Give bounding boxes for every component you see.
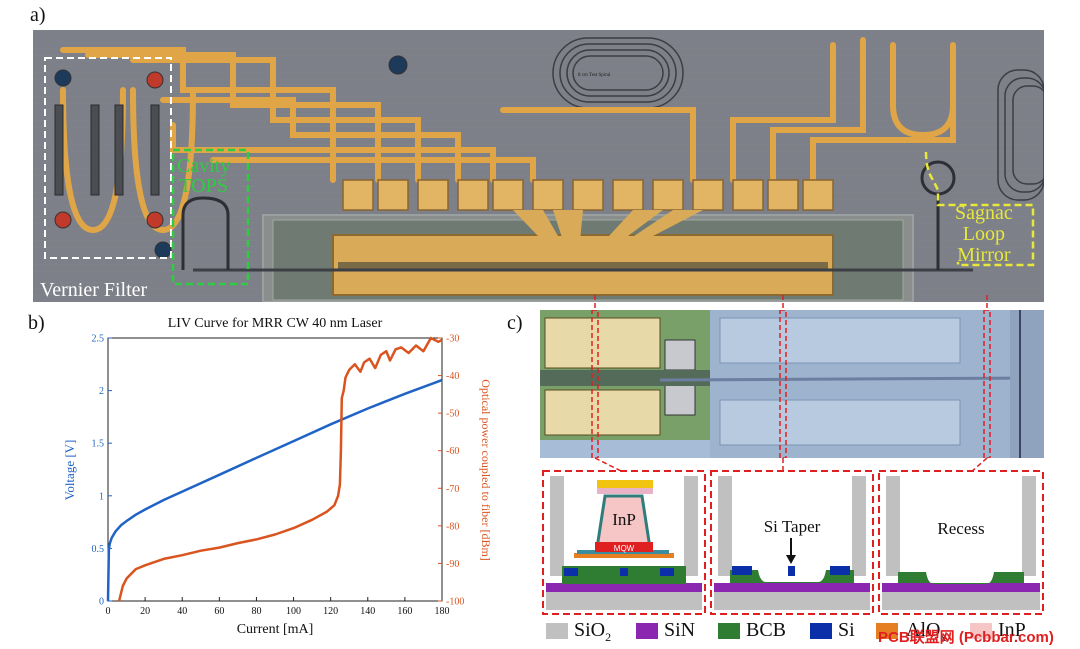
x-tick-label: 20 <box>140 606 150 617</box>
chip-micrograph: 8 cm Test Spiral <box>33 30 1044 302</box>
x-tick-label: 0 <box>106 606 111 617</box>
coupler-micrograph <box>540 310 1044 458</box>
x-tick-label: 160 <box>397 606 412 617</box>
y-left-tick-label: 0.5 <box>92 544 105 555</box>
y-right-tick-label: -80 <box>446 521 459 532</box>
cross-section-inp: InP MQW <box>542 470 706 615</box>
y-right-tick-label: -50 <box>446 409 459 420</box>
y-right-tick-label: -60 <box>446 446 459 457</box>
x-tick-label: 100 <box>286 606 301 617</box>
y-axis-right-label: Optical power coupled to fiber [dBm] <box>479 379 493 561</box>
legend-swatch-alox <box>876 623 898 639</box>
legend-label-sin: SiN <box>664 619 696 641</box>
panel-b-label: b) <box>28 312 45 334</box>
y-left-tick-label: 1 <box>99 491 104 502</box>
vernier-filter-label: Vernier Filter <box>40 279 148 301</box>
y-right-tick-label: -90 <box>446 559 459 570</box>
x-tick-label: 80 <box>251 606 261 617</box>
y-right-tick-label: -30 <box>446 334 459 345</box>
watermark: PCB联盟网 (Pcbbar.com) <box>878 629 1054 646</box>
panel-a-label: a) <box>30 4 46 26</box>
y-axis-left-label: Voltage [V] <box>62 440 77 501</box>
y-right-tick-label: -70 <box>446 484 459 495</box>
legend-label-inp: InP <box>998 619 1026 641</box>
spiral-label: 8 cm Test Spiral <box>578 73 611 78</box>
mqw-label: MQW <box>614 544 635 553</box>
vernier-filter-box <box>44 57 172 259</box>
cavity-tops-box <box>171 148 250 286</box>
legend-label-bcb: BCB <box>746 619 787 641</box>
legend-label-si: Si <box>838 619 855 641</box>
chart-title: LIV Curve for MRR CW 40 nm Laser <box>168 316 383 331</box>
voltage-series-line <box>106 378 443 602</box>
x-tick-label: 140 <box>360 606 375 617</box>
optical-power-series-line <box>117 336 443 602</box>
legend-swatch-bcb <box>718 623 740 639</box>
connector-lines <box>594 295 988 474</box>
legend-swatch-sin <box>636 623 658 639</box>
legend-label-alox: AlOx <box>906 619 947 644</box>
sagnac-loop-label: Sagnac Loop Mirror <box>955 202 1013 266</box>
x-tick-label: 180 <box>435 606 450 617</box>
y-right-tick-label: -100 <box>446 597 464 608</box>
legend-swatch-si <box>810 623 832 639</box>
inp-label: InP <box>612 510 636 529</box>
x-tick-label: 60 <box>214 606 224 617</box>
legend-swatch-sio2 <box>546 623 568 639</box>
legend-swatch-inp <box>970 623 992 639</box>
sagnac-loop-box <box>924 151 1035 267</box>
material-legend: SiO2 SiN BCB Si AlOx InP <box>540 618 1080 646</box>
cavity-tops-label: Cavity TOPS <box>177 155 231 197</box>
y-left-tick-label: 2 <box>99 386 104 397</box>
legend-label-sio2: SiO2 <box>574 619 612 644</box>
cross-section-recess: Recess <box>878 470 1044 615</box>
x-axis-label: Current [mA] <box>237 622 314 637</box>
plot-frame <box>107 337 443 602</box>
y-right-tick-label: -40 <box>446 371 459 382</box>
cross-section-si-taper: Si Taper <box>710 470 874 615</box>
x-tick-label: 40 <box>177 606 187 617</box>
x-tick-label: 120 <box>323 606 338 617</box>
si-taper-label: Si Taper <box>764 517 821 536</box>
y-left-tick-label: 0 <box>99 597 104 608</box>
y-left-tick-label: 2.5 <box>92 334 105 345</box>
y-left-tick-label: 1.5 <box>92 439 105 450</box>
panel-c-label: c) <box>507 312 523 334</box>
recess-label: Recess <box>937 519 984 538</box>
